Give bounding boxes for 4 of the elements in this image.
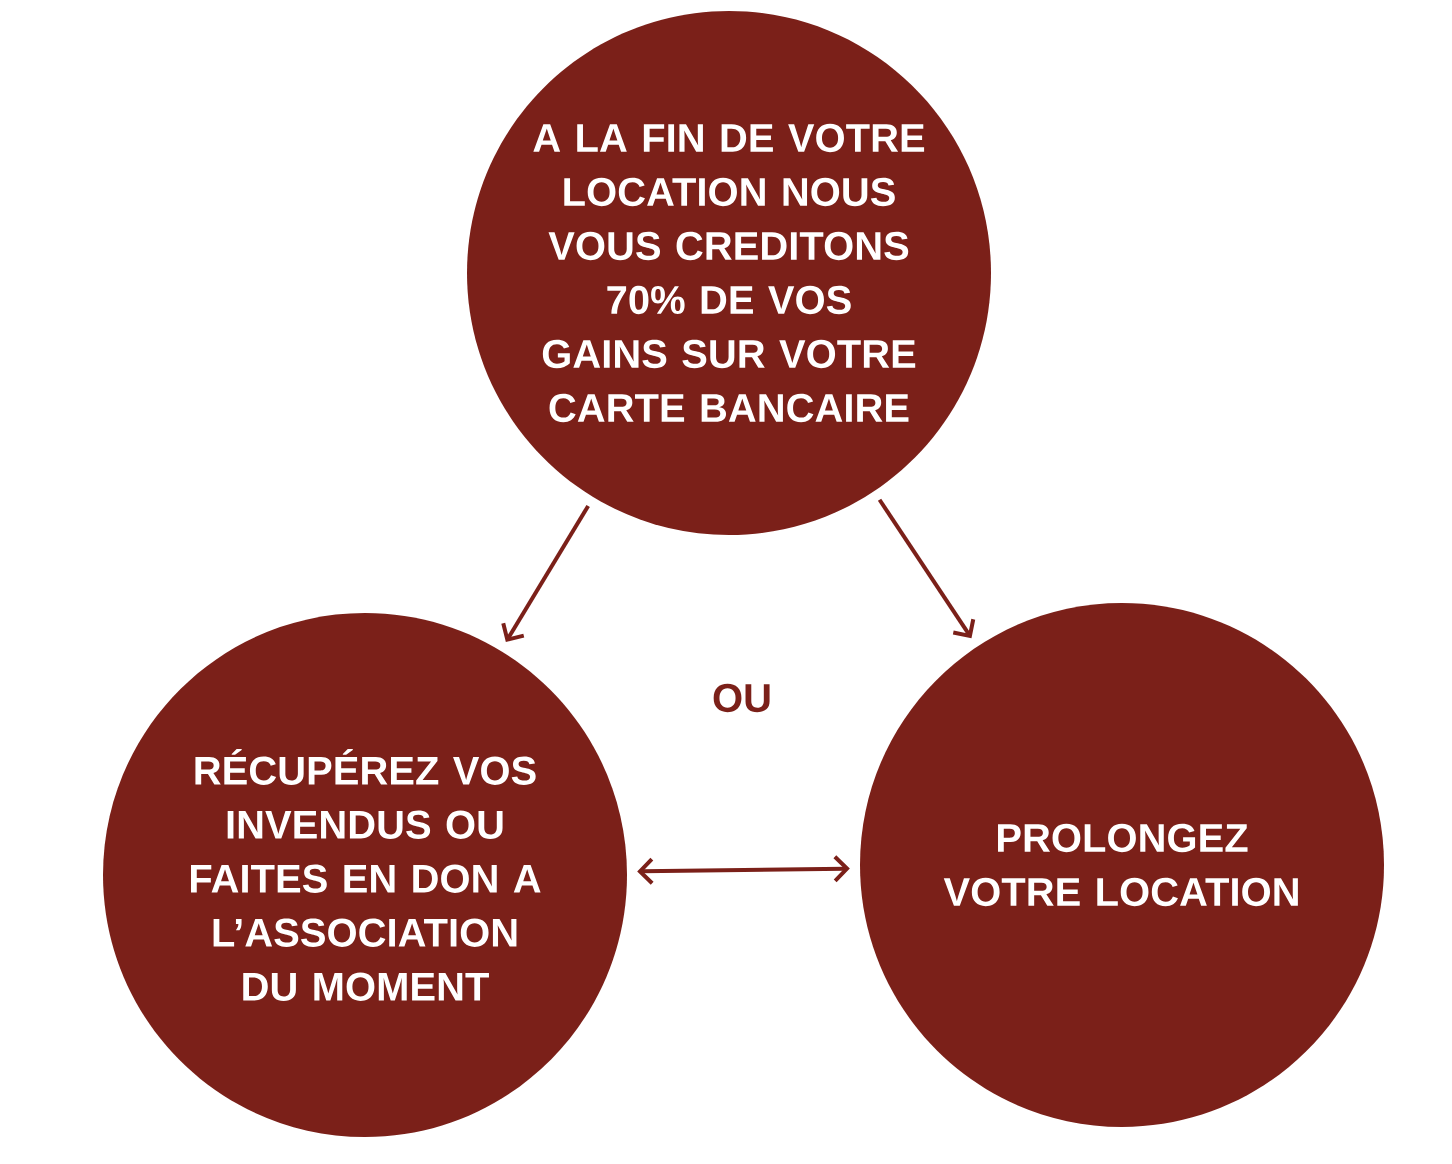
arrow [637,855,850,885]
arrow [501,504,590,643]
arrow [877,498,976,639]
choice-label: OU [713,683,770,713]
